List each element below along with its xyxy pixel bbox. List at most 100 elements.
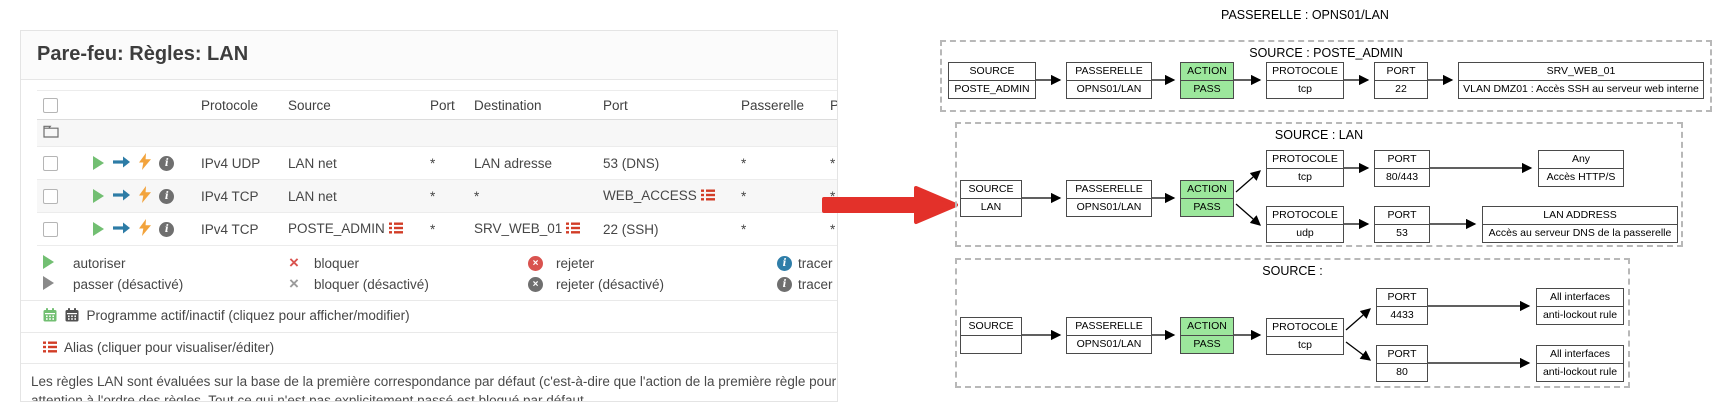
table-header-row: Protocole Source Port Destination Port P… (37, 90, 837, 120)
rules-description: Les règles LAN sont évaluées sur la base… (21, 362, 837, 402)
legend-label: bloquer (désactivé) (314, 277, 429, 292)
rule-row-udp-dns[interactable]: i IPv4 UDP LAN net * LAN adresse 53 (DNS… (37, 146, 837, 180)
cell-gateway: * (725, 146, 814, 180)
node-destination: LAN ADDRESS Accès au serveur DNS de la p… (1482, 206, 1678, 243)
log-legend-icon: i (777, 255, 792, 271)
row-checkbox[interactable] (43, 221, 58, 237)
log-icon[interactable]: i (159, 221, 175, 237)
cell-port: * (414, 212, 458, 246)
cell-source: LAN net (272, 179, 414, 213)
alias-note-row: Alias (cliquer pour visualiser/éditer) (21, 332, 837, 363)
node-protocol: PROTOCOLE tcp (1266, 150, 1344, 187)
cell-source: POSTE_ADMIN (272, 212, 414, 246)
header-destination: Destination (458, 90, 587, 120)
group-title: SOURCE : LAN (1274, 128, 1364, 142)
cell-gateway: * (725, 212, 814, 246)
page-title: Pare-feu: Règles: LAN (37, 43, 249, 65)
alias-icon[interactable] (700, 189, 715, 204)
select-all-checkbox[interactable] (43, 97, 58, 113)
direction-in-icon[interactable] (112, 156, 130, 171)
schedule-inactive-icon (65, 308, 79, 325)
pass-rule-icon[interactable] (93, 222, 104, 236)
cell-gateway: * (725, 179, 814, 213)
legend-label: passer (désactivé) (73, 277, 184, 292)
node-action-pass: ACTION PASS (1180, 62, 1234, 99)
cell-source: LAN net (272, 146, 414, 180)
node-source: SOURCE LAN (960, 180, 1022, 217)
node-source: SOURCE POSTE_ADMIN (948, 62, 1036, 99)
diagram-group-antilockout: SOURCE : (955, 258, 1630, 388)
quick-rule-icon[interactable] (138, 153, 151, 173)
schedule-note-text: Programme actif/inactif (cliquez pour af… (86, 308, 410, 324)
legend-label: autoriser (73, 256, 126, 271)
schedule-note-row: Programme actif/inactif (cliquez pour af… (21, 300, 837, 332)
node-destination: Any Accès HTTP/S (1538, 150, 1624, 187)
legend-label: rejeter (556, 256, 595, 271)
rules-table: Protocole Source Port Destination Port P… (37, 90, 837, 246)
folder-icon[interactable] (43, 125, 59, 141)
quick-rule-icon[interactable] (138, 219, 151, 239)
quick-rule-icon[interactable] (138, 186, 151, 206)
node-port: PORT 22 (1374, 62, 1428, 99)
direction-in-icon[interactable] (112, 222, 130, 237)
node-gateway: PASSERELLE OPNS01/LAN (1066, 62, 1152, 99)
header-icons (75, 90, 185, 120)
diagram-group-poste-admin: SOURCE : POSTE_ADMIN (940, 40, 1712, 112)
cell-destination: SRV_WEB_01 (458, 212, 587, 246)
node-gateway: PASSERELLE OPNS01/LAN (1066, 317, 1152, 354)
diagram-group-lan: SOURCE : LAN (955, 122, 1683, 247)
log-icon[interactable]: i (159, 188, 175, 204)
log-icon[interactable]: i (159, 155, 175, 171)
node-protocol: PROTOCOLE tcp (1266, 318, 1344, 355)
node-port: PORT 53 (1374, 206, 1430, 243)
alias-icon[interactable] (566, 222, 581, 237)
cell-port: * (414, 179, 458, 213)
pass-rule-icon[interactable] (93, 189, 104, 203)
pass-disabled-icon (43, 276, 54, 291)
cell-port: * (414, 146, 458, 180)
direction-in-icon[interactable] (112, 189, 130, 204)
block-disabled-icon: × (289, 274, 299, 294)
legend-label: bloquer (314, 256, 360, 271)
diagram-title: PASSERELLE : OPNS01/LAN (1221, 8, 1389, 22)
rule-row-tcp-web[interactable]: i IPv4 TCP LAN net * * WEB_ACCESS * * (37, 179, 837, 213)
node-destination: All interfaces anti-lockout rule (1536, 345, 1624, 382)
row-checkbox[interactable] (43, 188, 58, 204)
category-row[interactable] (37, 119, 837, 147)
node-port: PORT 4433 (1376, 288, 1428, 325)
firewall-rules-panel: Pare-feu: Règles: LAN Protocole Source P… (20, 30, 838, 402)
cell-dest-port: WEB_ACCESS (587, 179, 725, 213)
panel-header: Pare-feu: Règles: LAN (21, 31, 837, 80)
pass-rule-icon[interactable] (93, 156, 104, 170)
description-line2: attention à l'ordre des règles. Tout ce … (31, 392, 588, 402)
cell-protocol: IPv4 UDP (185, 146, 272, 180)
schedule-active-icon (43, 308, 57, 325)
group-title: SOURCE : POSTE_ADMIN (1249, 46, 1403, 60)
node-destination: SRV_WEB_01 VLAN DMZ01 : Accès SSH au ser… (1458, 62, 1704, 99)
header-gateway: Passerelle (725, 90, 814, 120)
node-protocol: PROTOCOLE udp (1266, 206, 1344, 243)
legend-label: tracer (798, 256, 833, 271)
cell-schedule: * (814, 146, 837, 180)
cell-dest-port: 22 (SSH) (587, 212, 725, 246)
cell-destination: LAN adresse (458, 146, 587, 180)
row-checkbox[interactable] (43, 155, 58, 171)
cell-schedule: * (814, 212, 837, 246)
rule-row-tcp-ssh[interactable]: i IPv4 TCP POSTE_ADMIN * SRV_WEB_01 22 (… (37, 212, 837, 246)
alias-icon[interactable] (388, 222, 403, 237)
description-line1: Les règles LAN sont évaluées sur la base… (31, 373, 837, 389)
rules-legend: autoriser passer (désactivé) × bloquer ×… (21, 252, 837, 300)
log-disabled-icon: i (777, 276, 792, 292)
cell-protocol: IPv4 TCP (185, 179, 272, 213)
alias-value: POSTE_ADMIN (288, 221, 385, 236)
legend-label: rejeter (désactivé) (556, 277, 665, 292)
header-dest-port: Port (587, 90, 725, 120)
node-action-pass: ACTION PASS (1180, 317, 1234, 354)
node-source: SOURCE (960, 317, 1022, 354)
header-port: Port (414, 90, 458, 120)
alias-note-text: Alias (cliquer pour visualiser/éditer) (64, 340, 275, 355)
node-port: PORT 80/443 (1374, 150, 1430, 187)
cell-schedule: * (814, 179, 837, 213)
alias-value: WEB_ACCESS (603, 188, 697, 203)
